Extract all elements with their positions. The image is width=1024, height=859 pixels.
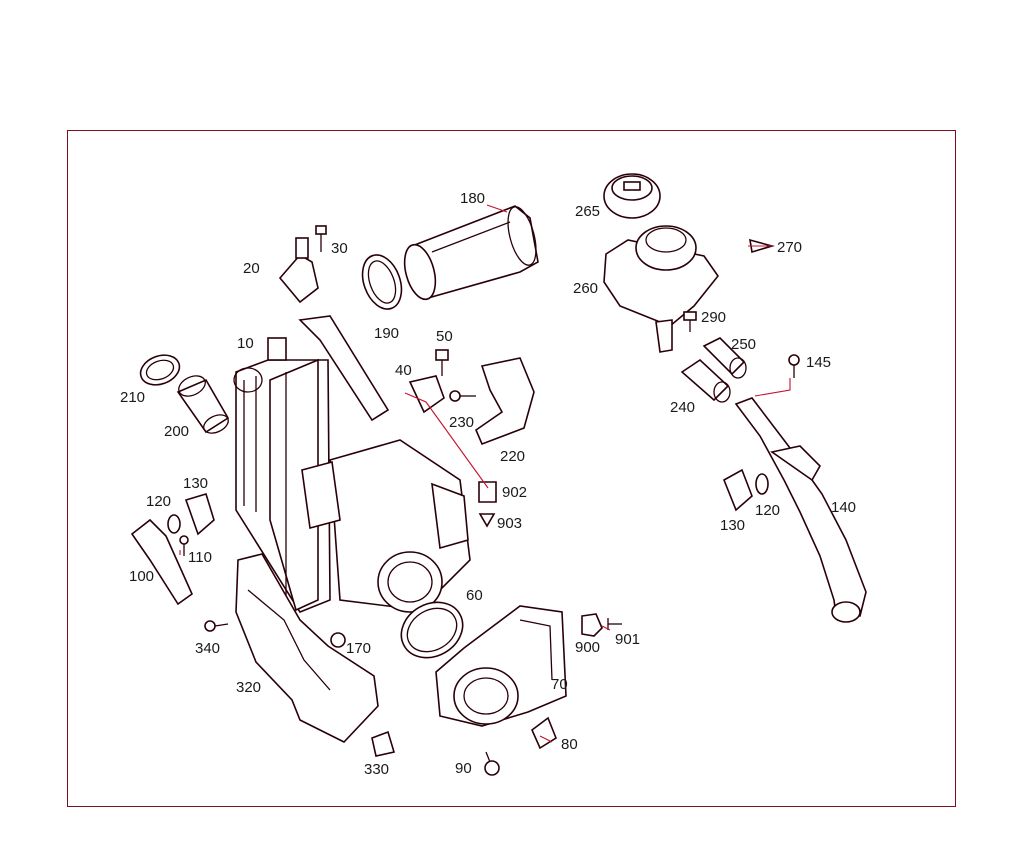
part-320-heat-shield[interactable] xyxy=(235,553,379,743)
part-200-hose[interactable] xyxy=(176,372,232,437)
label-340: 340 xyxy=(195,640,220,657)
part-265-cap[interactable] xyxy=(603,173,661,219)
part-240-sleeve[interactable] xyxy=(680,358,731,403)
label-20: 20 xyxy=(243,260,260,277)
label-330: 330 xyxy=(364,761,389,778)
label-265: 265 xyxy=(575,203,600,220)
part-340-bolt[interactable] xyxy=(204,620,229,632)
label-901: 901 xyxy=(615,631,640,648)
label-250: 250 xyxy=(731,336,756,353)
label-240: 240 xyxy=(670,399,695,416)
part-60-gasket[interactable] xyxy=(391,591,472,668)
part-40-sensor[interactable] xyxy=(408,375,445,414)
label-220: 220 xyxy=(500,448,525,465)
part-90-bolt[interactable] xyxy=(484,751,500,776)
label-145: 145 xyxy=(806,354,831,371)
part-901-pin[interactable] xyxy=(607,618,622,630)
part-190-hose-clamp[interactable] xyxy=(356,250,409,315)
part-20-sensor[interactable] xyxy=(278,237,319,304)
label-210: 210 xyxy=(120,389,145,406)
part-120-o-ring-right[interactable] xyxy=(755,473,769,495)
part-130-valve-left[interactable] xyxy=(184,493,215,536)
label-130-left: 130 xyxy=(183,475,208,492)
label-180: 180 xyxy=(460,190,485,207)
callout-labels: 10 20 30 40 50 60 70 80 90 100 110 120 1… xyxy=(120,190,856,778)
label-40: 40 xyxy=(395,362,412,379)
label-902: 902 xyxy=(502,484,527,501)
label-130-right: 130 xyxy=(720,517,745,534)
label-170: 170 xyxy=(346,640,371,657)
label-10: 10 xyxy=(237,335,254,352)
part-900-connector[interactable] xyxy=(581,613,603,637)
label-140: 140 xyxy=(831,499,856,516)
label-270: 270 xyxy=(777,239,802,256)
part-130-valve-right[interactable] xyxy=(722,468,753,512)
part-170-nut[interactable] xyxy=(330,632,346,648)
label-290: 290 xyxy=(701,309,726,326)
label-320: 320 xyxy=(236,679,261,696)
part-110-bolt[interactable] xyxy=(179,535,189,556)
label-120-right: 120 xyxy=(755,502,780,519)
part-902-nut[interactable] xyxy=(478,481,497,503)
part-50-bolt[interactable] xyxy=(435,349,449,376)
label-190: 190 xyxy=(374,325,399,342)
part-210-clamp[interactable] xyxy=(136,350,183,390)
part-30-bolt[interactable] xyxy=(315,225,327,252)
label-120-left: 120 xyxy=(146,493,171,510)
label-110: 110 xyxy=(188,549,212,566)
diagram-frame xyxy=(67,130,956,807)
label-60: 60 xyxy=(466,587,483,604)
part-120-o-ring-left[interactable] xyxy=(167,514,181,534)
part-330-clip[interactable] xyxy=(371,730,396,757)
part-290-bolt[interactable] xyxy=(683,311,697,332)
label-80: 80 xyxy=(561,736,578,753)
label-100: 100 xyxy=(129,568,154,585)
part-throttle-assembly[interactable] xyxy=(301,439,471,613)
part-80-clip[interactable] xyxy=(531,716,557,750)
part-903-screw[interactable] xyxy=(478,513,496,528)
leader-lines xyxy=(179,204,791,743)
label-230: 230 xyxy=(449,414,474,431)
label-200: 200 xyxy=(164,423,189,440)
part-100-pipe[interactable] xyxy=(130,518,193,606)
part-140-pipe[interactable] xyxy=(734,397,867,623)
label-900: 900 xyxy=(575,639,600,656)
part-230-bolt[interactable] xyxy=(449,390,476,402)
label-90: 90 xyxy=(455,760,472,777)
part-220-bracket[interactable] xyxy=(475,357,535,446)
label-903: 903 xyxy=(497,515,522,532)
part-70-throttle-body[interactable] xyxy=(435,605,567,727)
label-50: 50 xyxy=(436,328,453,345)
part-145-bolt[interactable] xyxy=(788,354,800,378)
part-10-intercooler[interactable] xyxy=(233,315,390,613)
part-250-sleeve[interactable] xyxy=(702,337,747,379)
label-30: 30 xyxy=(331,240,348,257)
part-260-expansion-tank[interactable] xyxy=(603,225,719,353)
part-180-air-hose[interactable] xyxy=(399,204,541,303)
label-70: 70 xyxy=(551,676,568,693)
label-260: 260 xyxy=(573,280,598,297)
